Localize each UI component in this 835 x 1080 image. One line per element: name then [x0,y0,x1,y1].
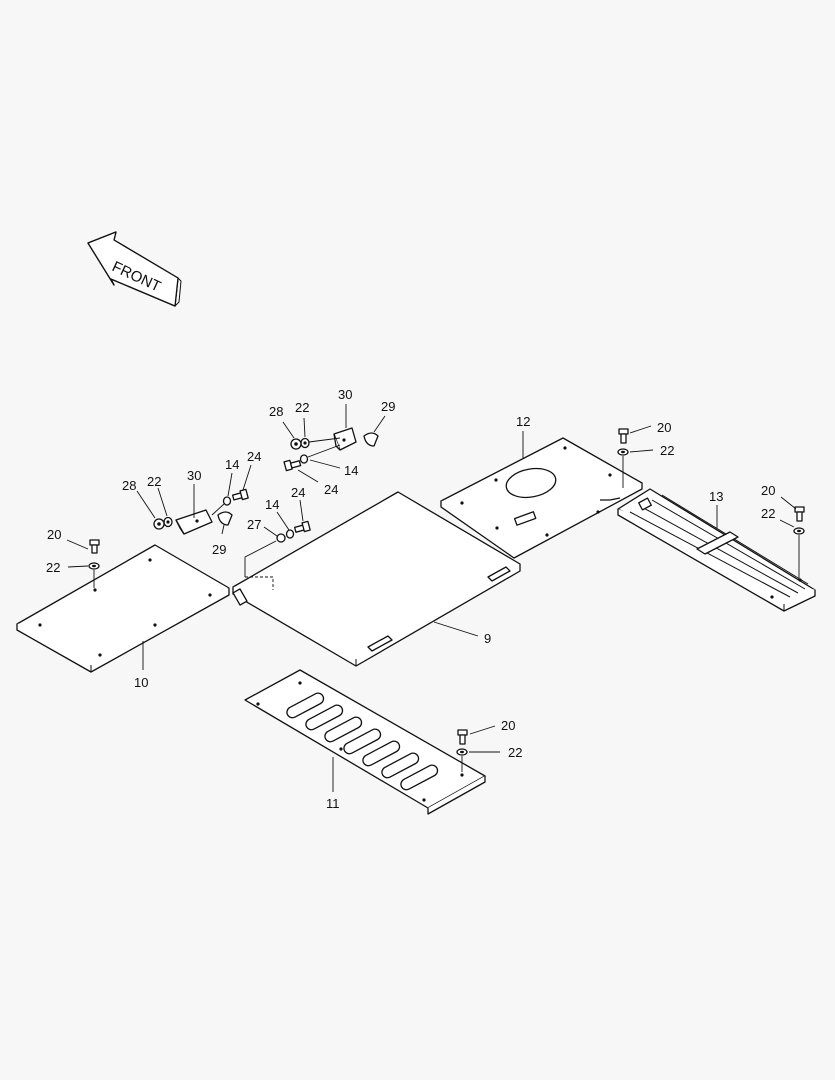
bolt-24-upper [283,459,302,472]
callout-20-bottom: 20 [501,718,515,733]
callout-13: 13 [709,489,723,504]
washer-22-far-right [793,527,805,535]
callout-20-left: 20 [47,527,61,542]
callout-22-lower: 22 [147,474,161,489]
bolt-24-mid [294,520,311,533]
callout-22-far-right: 22 [761,506,775,521]
callout-11: 11 [326,796,340,811]
floor-plate-9 [232,491,521,667]
vent-plate-11 [244,669,486,815]
callout-22-top-right: 22 [660,443,674,458]
nut-28-upper [290,438,302,450]
callout-20-far-right: 20 [761,483,775,498]
washer-22-top-right [617,448,629,456]
plate-12 [440,437,643,559]
washer-22-lower [163,516,173,528]
floor-plate-10 [16,544,230,673]
callout-labels: 9 10 11 12 13 14 14 14 20 20 20 20 22 22… [46,387,775,811]
washer-22-left [88,562,100,570]
callout-29-lower: 29 [212,542,226,557]
callout-27: 27 [247,517,261,532]
bolt-20-left [89,539,100,554]
bolt-20-top-right [618,428,629,444]
callout-22-upper: 22 [295,400,309,415]
bracket-30-upper [333,427,357,451]
bumper-29-upper [363,432,379,447]
callout-24-lower: 24 [247,449,261,464]
washer-22-upper [300,437,310,449]
callout-14-upper: 14 [344,463,358,478]
callout-30-lower: 30 [187,468,201,483]
callout-12: 12 [516,414,530,429]
callout-28-upper: 28 [269,404,283,419]
bolt-20-far-right [794,506,805,522]
callout-28-lower: 28 [122,478,136,493]
callout-24-upper: 24 [324,482,338,497]
bumper-29-lower [217,511,233,526]
washer-14-mid [285,529,295,539]
callout-30-upper: 30 [338,387,352,402]
callout-22-left: 22 [46,560,60,575]
leader-lines [66,404,797,792]
nut-27 [276,533,286,543]
callout-24-mid: 24 [291,485,305,500]
callout-20-top-right: 20 [657,420,671,435]
callout-29-upper: 29 [381,399,395,414]
callout-14-mid: 14 [265,497,279,512]
callout-10: 10 [134,675,148,690]
nut-28-lower [153,518,165,530]
callout-22-bottom: 22 [508,745,522,760]
step-13 [617,488,816,612]
front-arrow: FRONT [87,231,182,307]
bracket-30-lower [175,509,213,535]
washer-22-bottom [456,748,468,756]
callout-9: 9 [484,631,491,646]
callout-14-lower: 14 [225,457,239,472]
vent-slots [286,692,439,791]
bolt-20-bottom [457,729,468,745]
washer-14-lower [222,496,232,506]
bolt-24-lower [231,488,249,501]
washer-14-upper [299,454,309,464]
